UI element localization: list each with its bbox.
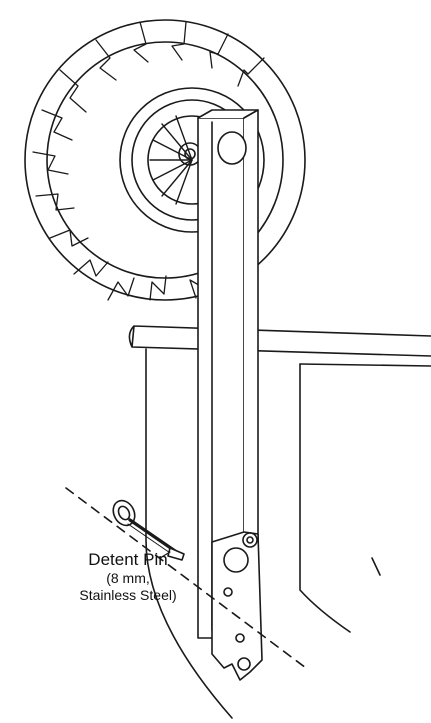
insertion-guide-line <box>65 487 307 669</box>
pin-ring <box>112 499 136 527</box>
callout-detail-size: (8 mm, <box>106 570 150 586</box>
bracket-arm <box>197 109 263 681</box>
callout-detail-material: Stainless Steel) <box>79 587 177 603</box>
detent-pin <box>65 487 307 669</box>
axle-cap <box>217 131 247 165</box>
detent-pin-callout: Detent Pin (8 mm, Stainless Steel) <box>58 550 198 604</box>
callout-title: Detent Pin <box>88 550 168 569</box>
wheel-spokes <box>149 115 193 205</box>
boat-hull <box>128 325 431 719</box>
callout-leader <box>159 551 171 559</box>
wheel <box>24 19 306 301</box>
